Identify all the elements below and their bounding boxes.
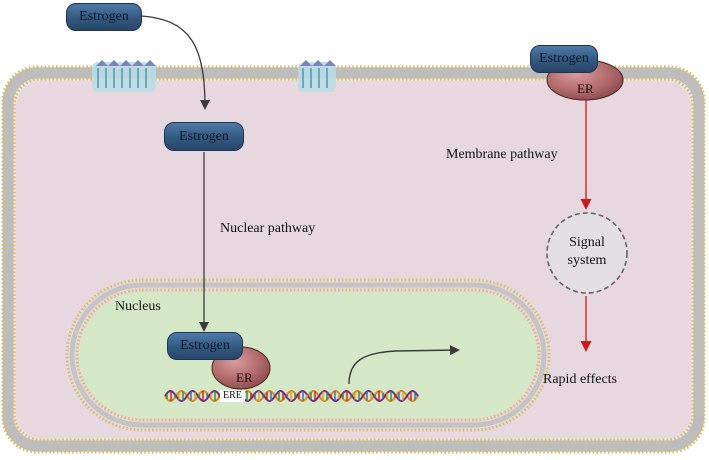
- signal-system-line2: system: [567, 253, 607, 268]
- estrogen-cytoplasm-label: Estrogen: [179, 128, 229, 144]
- signal-system-circle: [546, 212, 628, 294]
- estrogen-nucleus-pill: Estrogen: [167, 332, 243, 360]
- dna-helix: [164, 390, 419, 402]
- estrogen-outside-label: Estrogen: [79, 9, 129, 24]
- signal-system-line1: Signal: [569, 235, 605, 250]
- membrane-pathway-label: Membrane pathway: [446, 147, 558, 162]
- rapid-effects-label: Rapid effects: [543, 372, 617, 387]
- arrow-estrogen-enters-cell: [141, 15, 210, 110]
- estrogen-membrane-pill: Estrogen: [530, 45, 598, 73]
- arrow-transcription: [348, 345, 460, 385]
- nucleus-label: Nucleus: [115, 299, 161, 314]
- er-membrane-label: ER: [577, 81, 594, 96]
- signal-system-label: Signal system: [542, 234, 632, 270]
- nuclear-pathway-label: Nuclear pathway: [220, 221, 316, 236]
- estrogen-outside-pill: Estrogen: [66, 3, 142, 31]
- estrogen-nucleus-label: Estrogen: [180, 338, 230, 353]
- membrane-channel-protein-right: [298, 60, 336, 92]
- nucleus: [65, 278, 551, 432]
- estrogen-cytoplasm-pill: Estrogen: [164, 122, 244, 151]
- estrogen-membrane-label: Estrogen: [539, 51, 589, 66]
- er-nucleus-label: ER: [236, 370, 253, 385]
- ere-label: ERE: [220, 390, 245, 402]
- membrane-channel-protein-left: [92, 60, 156, 92]
